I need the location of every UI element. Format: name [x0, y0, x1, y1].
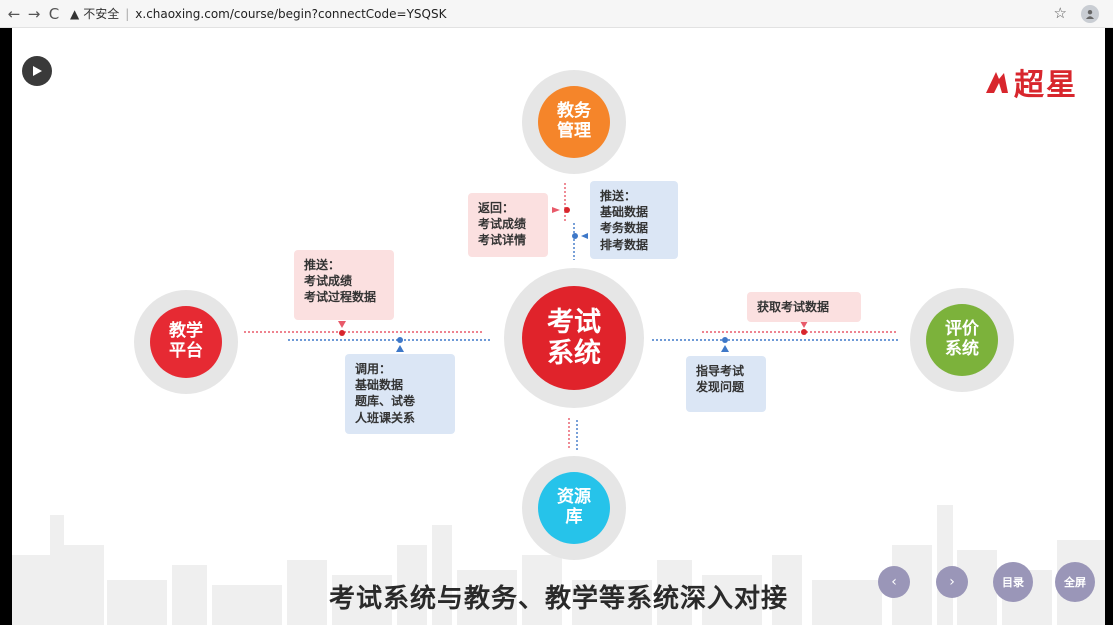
- box-get-exam-data: 获取考试数据: [747, 292, 861, 322]
- back-button[interactable]: ←: [7, 4, 21, 23]
- address-bar[interactable]: ▲ 不安全 | x.chaoxing.com/course/begin?conn…: [70, 4, 446, 24]
- box-push-basic-data: 推送： 基础数据 考务数据 排考数据: [590, 181, 678, 259]
- node-evaluation-system[interactable]: 评价 系统: [926, 304, 998, 376]
- node-bottom-label: 资源 库: [557, 487, 591, 527]
- slide-title: 考试系统与教务、教学等系统深入对接: [328, 584, 788, 614]
- bookmark-star-icon[interactable]: ☆: [1053, 4, 1067, 22]
- url-separator: |: [125, 6, 130, 21]
- box-guide-exams: 指导考试 发现问题: [686, 356, 766, 412]
- node-center-label: 考试 系统: [547, 306, 601, 369]
- box-call-question-bank: 调用： 基础数据 题库、试卷 人班课关系: [345, 354, 455, 434]
- next-slide-button[interactable]: ›: [936, 566, 968, 598]
- box-push-exam-process: 推送： 考试成绩 考试过程数据: [294, 250, 394, 320]
- url-text[interactable]: x.chaoxing.com/course/begin?connectCode=…: [135, 6, 447, 21]
- node-resource-library[interactable]: 资源 库: [538, 472, 610, 544]
- node-top-label: 教务 管理: [557, 101, 591, 141]
- play-icon: [33, 66, 42, 76]
- chaoxing-logo: 超星: [984, 60, 1078, 104]
- forward-button[interactable]: →: [27, 4, 41, 23]
- node-academic-affairs[interactable]: 教务 管理: [538, 86, 610, 158]
- fullscreen-button[interactable]: 全屏: [1055, 562, 1095, 602]
- logo-text: 超星: [1014, 68, 1078, 103]
- node-exam-system[interactable]: 考试 系统: [522, 286, 626, 390]
- warning-icon[interactable]: ▲: [70, 6, 80, 21]
- node-teaching-platform[interactable]: 教学 平台: [150, 306, 222, 378]
- node-left-label: 教学 平台: [169, 321, 203, 361]
- table-of-contents-button[interactable]: 目录: [993, 562, 1033, 602]
- prev-slide-button[interactable]: ‹: [878, 566, 910, 598]
- node-right-label: 评价 系统: [945, 319, 979, 359]
- connector-arrows: [244, 183, 900, 452]
- browser-toolbar: ← → C ▲ 不安全 | x.chaoxing.com/course/begi…: [0, 0, 1113, 28]
- slide-stage: 超星 教务 管理 考试 系统: [12, 28, 1105, 625]
- insecure-label: 不安全: [83, 7, 120, 21]
- skyline-background: [12, 505, 1105, 625]
- logo-mark-icon: [986, 72, 1008, 93]
- box-return-exam-results: 返回： 考试成绩 考试详情: [468, 193, 548, 257]
- reload-button[interactable]: C: [48, 4, 60, 23]
- play-button[interactable]: [22, 56, 52, 86]
- account-avatar-icon[interactable]: [1081, 5, 1099, 23]
